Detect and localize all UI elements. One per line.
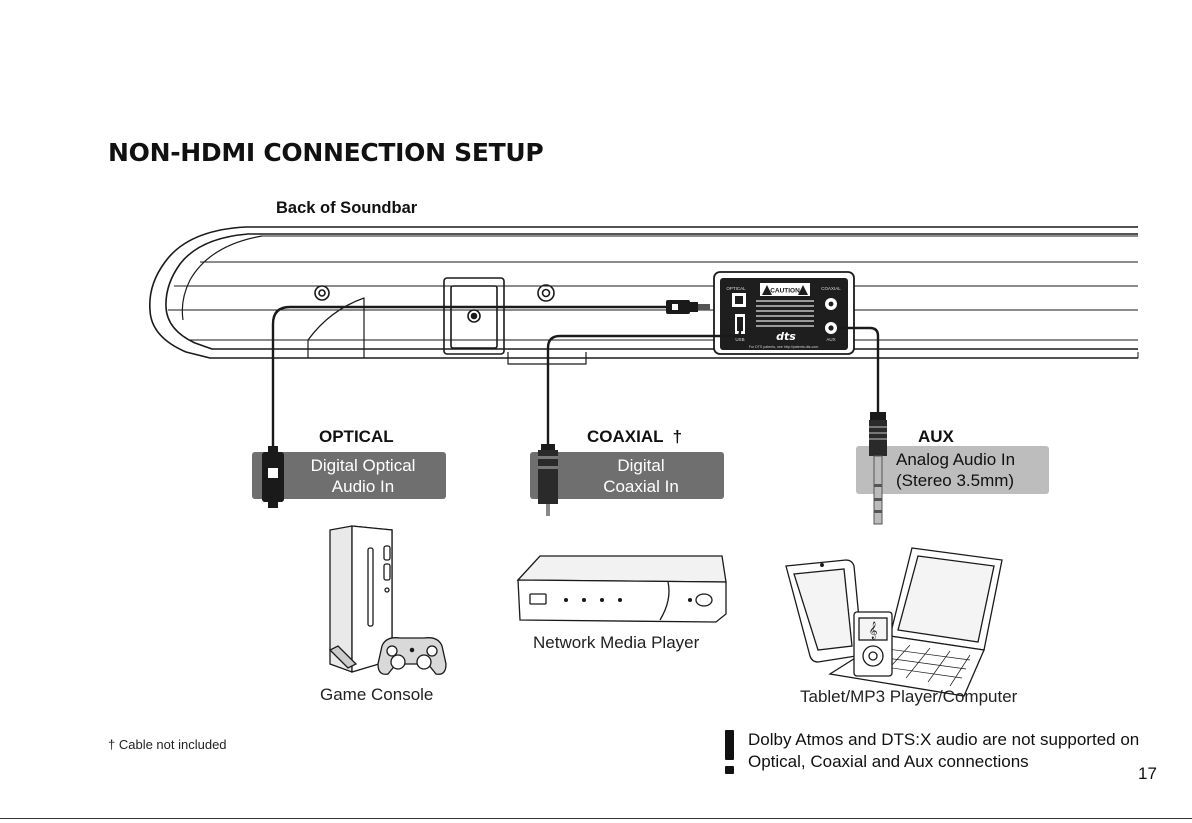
aux-port-label: AUX <box>826 337 835 342</box>
optical-title: OPTICAL <box>319 427 394 446</box>
caution-label: CAUTION <box>770 288 800 295</box>
footnote: † Cable not included <box>108 737 227 752</box>
tablet-computer-label: Tablet/MP3 Player/Computer <box>800 687 1018 706</box>
media-player-illustration <box>516 555 727 623</box>
game-console-label: Game Console <box>320 685 434 704</box>
cables <box>271 305 880 448</box>
aux-title: AUX <box>918 427 954 446</box>
usb-port-label: USB <box>735 337 744 342</box>
coaxial-description-box: Digital Coaxial In <box>530 452 724 499</box>
aux-plug-overlay <box>869 420 887 525</box>
coaxial-description: Digital Coaxial In <box>603 455 679 496</box>
back-of-soundbar-label: Back of Soundbar <box>276 199 418 217</box>
aux-description-box: Analog Audio In (Stereo 3.5mm) <box>856 446 1049 494</box>
optical-port-label: OPTICAL <box>726 286 746 291</box>
bottom-rule <box>0 818 1192 819</box>
optical-plug-overlay <box>262 452 284 508</box>
connector-panel: CAUTION OPTICAL USB dts For DTS patents,… <box>713 271 855 355</box>
game-console-illustration <box>328 525 447 675</box>
optical-description: Digital Optical Audio In <box>310 455 416 496</box>
optical-description-box: Digital Optical Audio In <box>252 452 446 499</box>
coaxial-title: COAXIAL † <box>587 427 683 446</box>
optical-plug-top <box>666 300 710 314</box>
media-player-label: Network Media Player <box>533 633 700 652</box>
svg-text:𝄞: 𝄞 <box>869 621 878 639</box>
coaxial-plug-overlay <box>538 450 558 516</box>
patent-text: For DTS patents, see http://patents.dts.… <box>749 345 820 349</box>
exclamation-icon <box>725 730 734 774</box>
warning-text: Dolby Atmos and DTS:X audio are not supp… <box>748 730 1140 771</box>
page-number: 17 <box>1138 764 1157 783</box>
soundbar <box>148 226 1139 365</box>
coaxial-port-label: COAXIAL <box>821 286 841 291</box>
aux-description: Analog Audio In (Stereo 3.5mm) <box>896 450 1016 490</box>
dts-logo: dts <box>776 330 796 343</box>
tablet-mp3-computer-illustration: 𝄞 <box>785 547 1003 697</box>
page-title: NON-HDMI CONNECTION SETUP <box>108 138 544 167</box>
